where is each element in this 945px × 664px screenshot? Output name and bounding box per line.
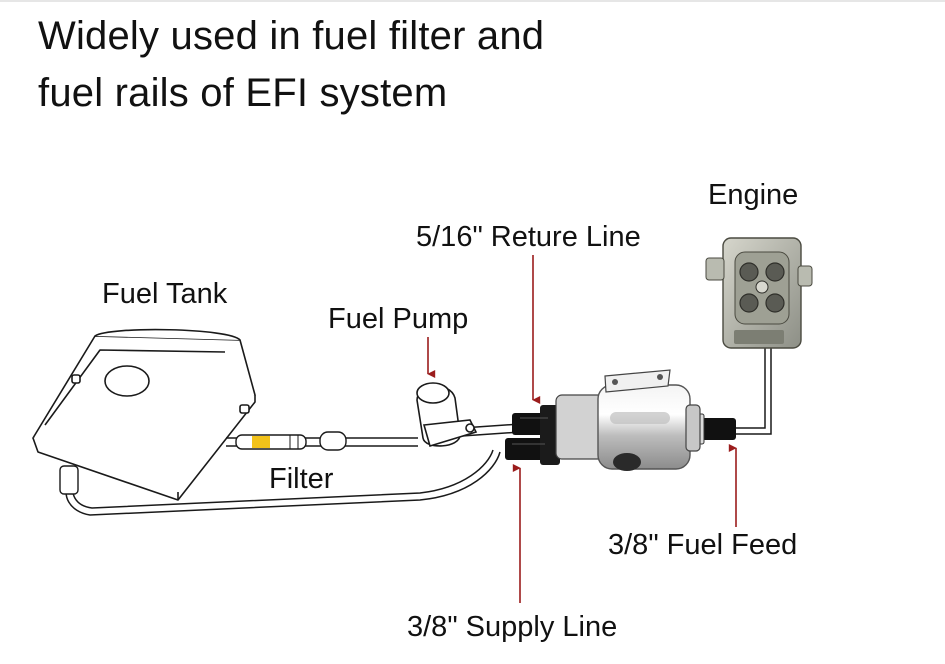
engine-throttle-body [705, 237, 813, 349]
label-fuel-feed: 3/8" Fuel Feed [608, 529, 798, 561]
inline-filter [235, 431, 347, 451]
label-fuel-tank: Fuel Tank [102, 278, 228, 310]
label-engine: Engine [708, 179, 799, 211]
fuel-tank [32, 328, 256, 501]
fuel-pump [416, 382, 478, 448]
title-line-2: fuel rails of EFI system [38, 71, 448, 115]
tank-outlet-fitting [59, 465, 79, 495]
diagram-title: Widely used in fuel filter and fuel rail… [38, 8, 544, 122]
fuel-filter-regulator [555, 369, 701, 471]
title-line-1: Widely used in fuel filter and [38, 14, 545, 58]
label-supply-line: 3/8" Supply Line [407, 611, 618, 643]
label-return-line: 5/16" Reture Line [416, 221, 641, 253]
label-fuel-pump: Fuel Pump [328, 303, 469, 335]
an-fittings [505, 405, 736, 465]
label-filter: Filter [269, 463, 334, 495]
callout-arrows [427, 255, 737, 603]
top-rule [0, 0, 945, 2]
